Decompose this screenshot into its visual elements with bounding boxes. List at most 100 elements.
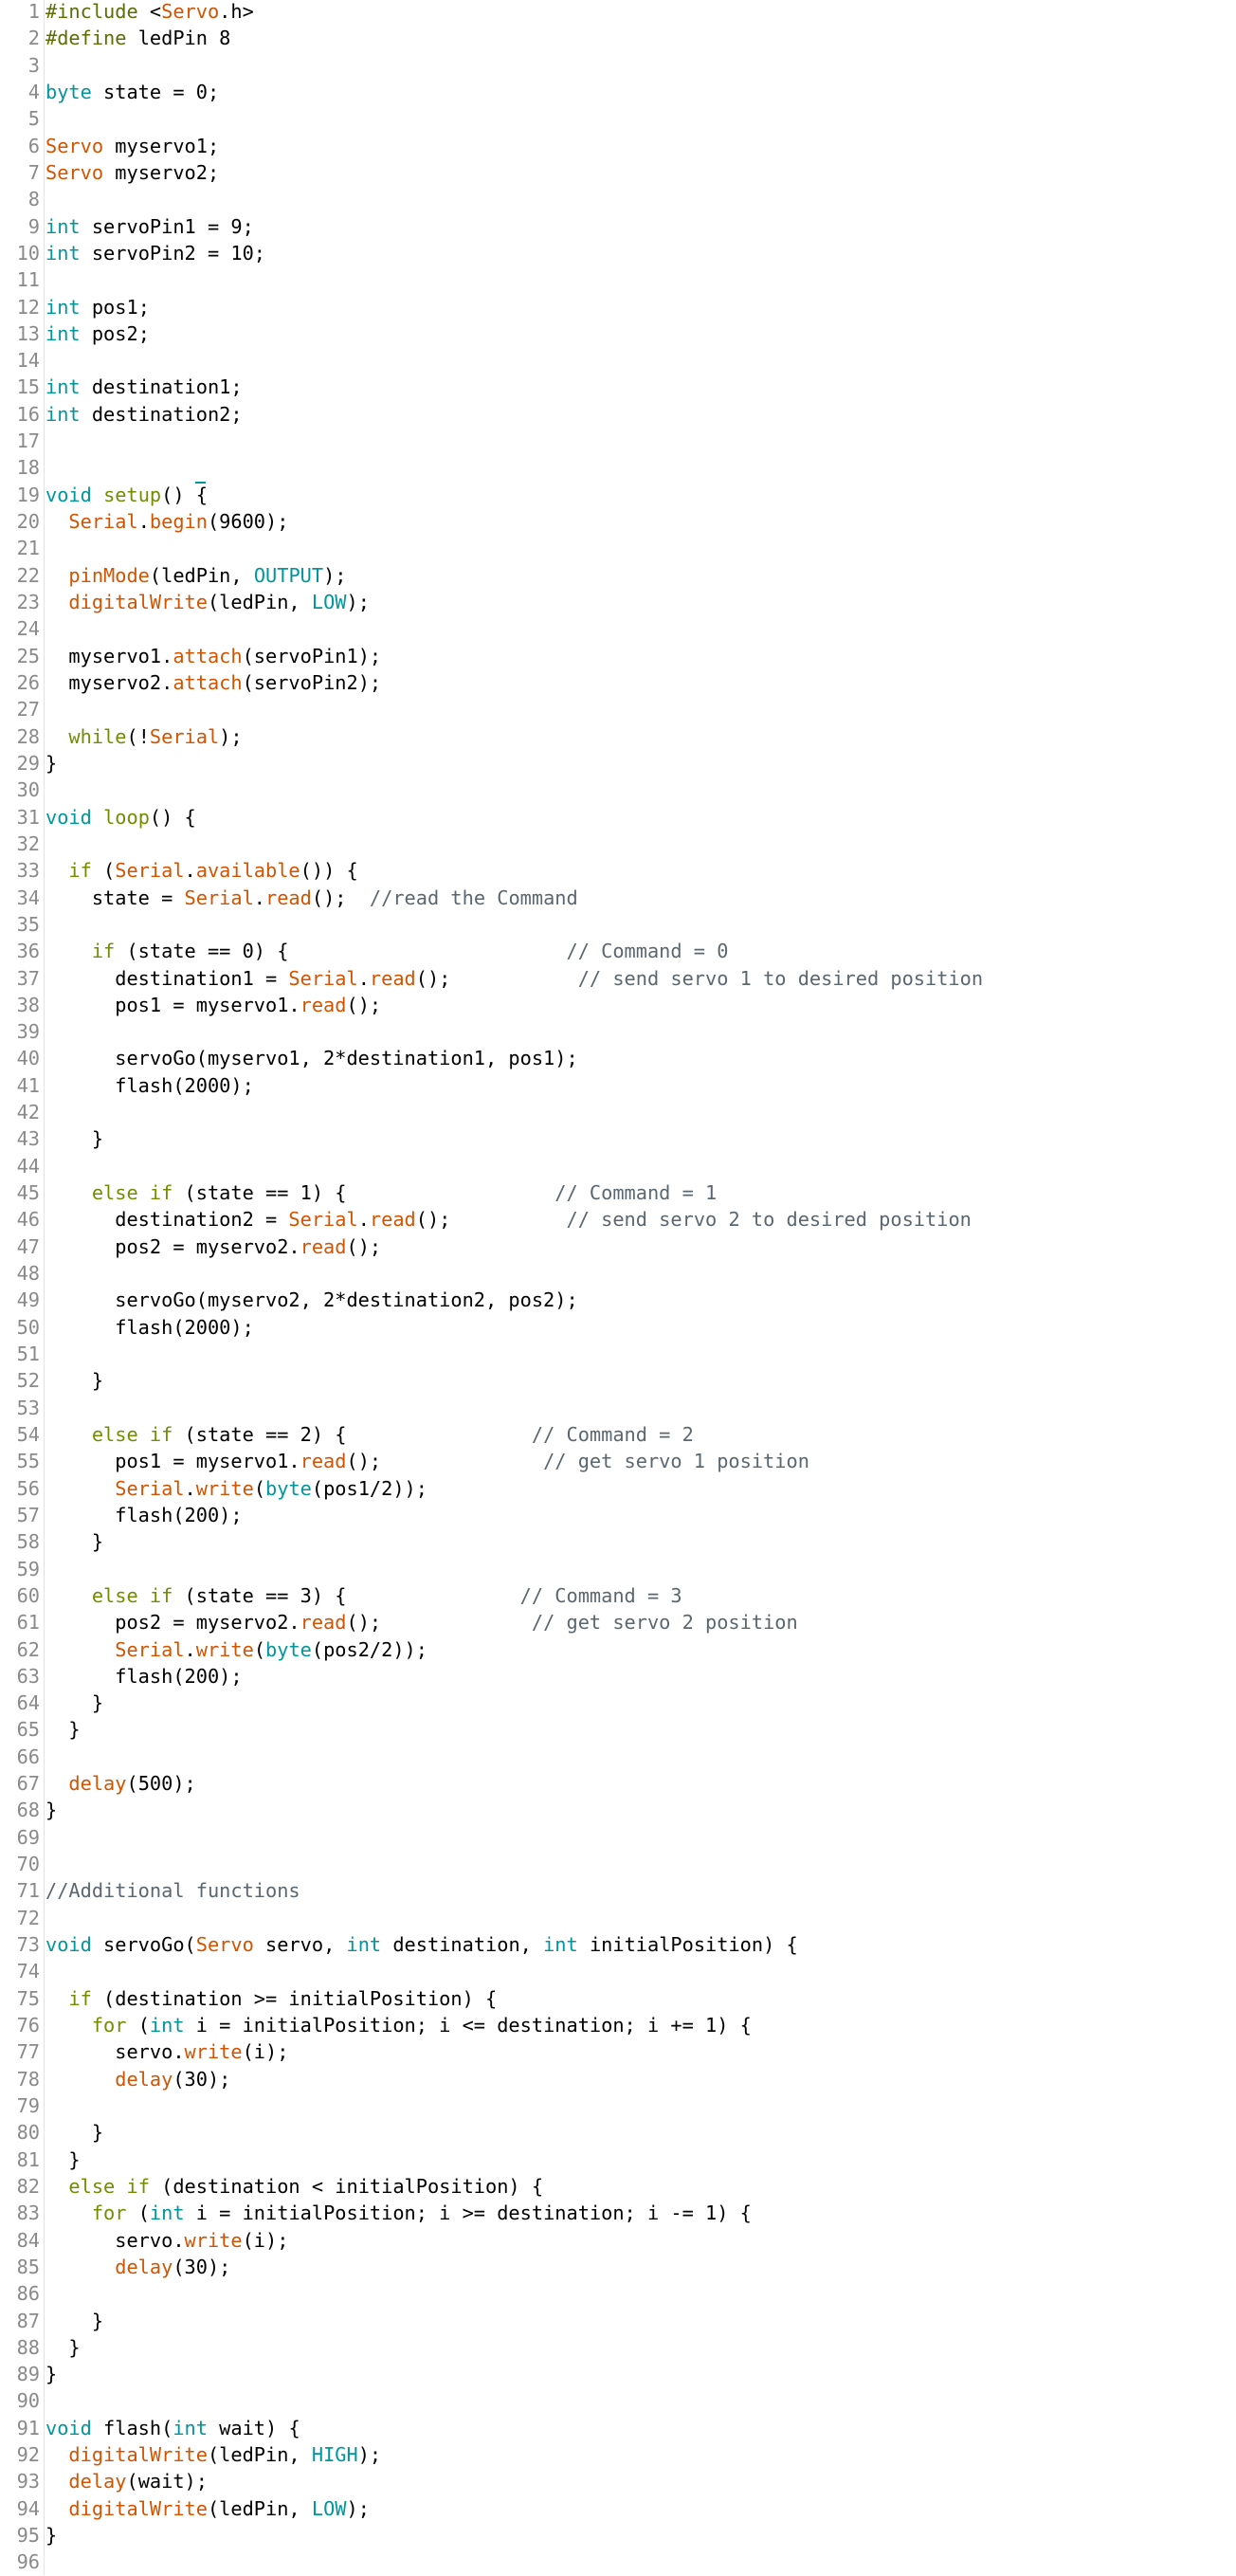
code-text: void servoGo(Servo servo, int destinatio… (45, 1931, 798, 1958)
code-line[interactable]: 75 if (destination >= initialPosition) { (0, 1985, 1236, 2012)
code-line[interactable]: 68} (0, 1797, 1236, 1823)
code-line[interactable]: 58 } (0, 1528, 1236, 1555)
code-line[interactable]: 35 (0, 911, 1236, 938)
code-line[interactable]: 3 (0, 52, 1236, 79)
code-line[interactable]: 60 else if (state == 3) { // Command = 3 (0, 1582, 1236, 1609)
code-line[interactable]: 71//Additional functions (0, 1877, 1236, 1904)
code-line[interactable]: 85 delay(30); (0, 2254, 1236, 2280)
code-line[interactable]: 56 Serial.write(byte(pos1/2)); (0, 1475, 1236, 1502)
code-line[interactable]: 76 for (int i = initialPosition; i <= de… (0, 2012, 1236, 2038)
code-line[interactable]: 78 delay(30); (0, 2066, 1236, 2092)
code-line[interactable]: 79 (0, 2092, 1236, 2119)
code-line[interactable]: 36 if (state == 0) { // Command = 0 (0, 938, 1236, 964)
code-line[interactable]: 88 } (0, 2334, 1236, 2361)
code-line[interactable]: 24 (0, 615, 1236, 642)
code-line[interactable]: 34 state = Serial.read(); //read the Com… (0, 885, 1236, 911)
code-line[interactable]: 52 } (0, 1367, 1236, 1394)
code-line[interactable]: 49 servoGo(myservo2, 2*destination2, pos… (0, 1287, 1236, 1313)
code-line[interactable]: 90 (0, 2387, 1236, 2414)
code-line[interactable]: 29} (0, 750, 1236, 776)
code-line[interactable]: 93 delay(wait); (0, 2468, 1236, 2494)
code-line[interactable]: 69 (0, 1824, 1236, 1851)
code-line[interactable]: 55 pos1 = myservo1.read(); // get servo … (0, 1448, 1236, 1474)
code-line[interactable]: 63 flash(200); (0, 1663, 1236, 1690)
code-line[interactable]: 40 servoGo(myservo1, 2*destination1, pos… (0, 1045, 1236, 1071)
code-line[interactable]: 72 (0, 1905, 1236, 1931)
code-line[interactable]: 1#include <Servo.h> (0, 0, 1236, 25)
code-line[interactable]: 86 (0, 2280, 1236, 2307)
code-line[interactable]: 57 flash(200); (0, 1502, 1236, 1528)
token-kw: if (126, 2174, 150, 2198)
code-line[interactable]: 59 (0, 1556, 1236, 1582)
code-line[interactable]: 54 else if (state == 2) { // Command = 2 (0, 1421, 1236, 1448)
code-line[interactable]: 5 (0, 105, 1236, 132)
code-line[interactable]: 70 (0, 1851, 1236, 1877)
code-line[interactable]: 39 (0, 1018, 1236, 1045)
code-line[interactable]: 51 (0, 1341, 1236, 1367)
code-line[interactable]: 38 pos1 = myservo1.read(); (0, 992, 1236, 1018)
code-line[interactable]: 23 digitalWrite(ledPin, LOW); (0, 589, 1236, 615)
code-line[interactable]: 30 (0, 776, 1236, 803)
code-line[interactable]: 61 pos2 = myservo2.read(); // get servo … (0, 1609, 1236, 1635)
code-line[interactable]: 20 Serial.begin(9600); (0, 508, 1236, 535)
code-line[interactable]: 77 servo.write(i); (0, 2038, 1236, 2065)
code-line[interactable]: 82 else if (destination < initialPositio… (0, 2173, 1236, 2200)
code-line[interactable]: 53 (0, 1395, 1236, 1421)
code-line[interactable]: 37 destination1 = Serial.read(); // send… (0, 965, 1236, 992)
code-line[interactable]: 80 } (0, 2119, 1236, 2146)
code-line[interactable]: 94 digitalWrite(ledPin, LOW); (0, 2495, 1236, 2522)
code-line[interactable]: 64 } (0, 1690, 1236, 1716)
code-line[interactable]: 84 servo.write(i); (0, 2227, 1236, 2254)
code-line[interactable]: 43 } (0, 1125, 1236, 1152)
code-line[interactable]: 89} (0, 2361, 1236, 2387)
code-line[interactable]: 50 flash(2000); (0, 1314, 1236, 1341)
code-line[interactable]: 62 Serial.write(byte(pos2/2)); (0, 1636, 1236, 1663)
code-line[interactable]: 14 (0, 347, 1236, 374)
code-line[interactable]: 46 destination2 = Serial.read(); // send… (0, 1206, 1236, 1233)
code-line[interactable]: 33 if (Serial.available()) { (0, 857, 1236, 884)
code-line[interactable]: 8 (0, 186, 1236, 212)
code-line[interactable]: 25 myservo1.attach(servoPin1); (0, 643, 1236, 669)
code-line[interactable]: 44 (0, 1153, 1236, 1179)
code-line[interactable]: 65 } (0, 1716, 1236, 1743)
code-line[interactable]: 42 (0, 1099, 1236, 1125)
code-line[interactable]: 74 (0, 1958, 1236, 1984)
code-line[interactable]: 22 pinMode(ledPin, OUTPUT); (0, 562, 1236, 589)
code-line[interactable]: 41 flash(2000); (0, 1072, 1236, 1099)
code-line[interactable]: 67 delay(500); (0, 1770, 1236, 1797)
code-line[interactable]: 92 digitalWrite(ledPin, HIGH); (0, 2441, 1236, 2468)
code-line[interactable]: 27 (0, 696, 1236, 722)
code-line[interactable]: 47 pos2 = myservo2.read(); (0, 1233, 1236, 1260)
code-line[interactable]: 28 while(!Serial); (0, 723, 1236, 750)
code-line[interactable]: 32 (0, 831, 1236, 857)
code-line[interactable]: 17 (0, 428, 1236, 454)
code-line[interactable]: 21 (0, 535, 1236, 561)
code-line[interactable]: 83 for (int i = initialPosition; i >= de… (0, 2200, 1236, 2226)
code-line[interactable]: 45 else if (state == 1) { // Command = 1 (0, 1179, 1236, 1206)
code-line[interactable]: 95} (0, 2522, 1236, 2549)
code-line[interactable]: 48 (0, 1260, 1236, 1287)
token-fn: Serial (68, 510, 138, 534)
code-line[interactable]: 26 myservo2.attach(servoPin2); (0, 669, 1236, 696)
code-line[interactable]: 96 (0, 2549, 1236, 2575)
code-line[interactable]: 81 } (0, 2147, 1236, 2173)
code-line[interactable]: 11 (0, 266, 1236, 293)
code-line[interactable]: 18 (0, 454, 1236, 481)
code-line[interactable]: 2#define ledPin 8 (0, 25, 1236, 51)
code-line[interactable]: 87 } (0, 2308, 1236, 2334)
code-line[interactable]: 66 (0, 1744, 1236, 1770)
